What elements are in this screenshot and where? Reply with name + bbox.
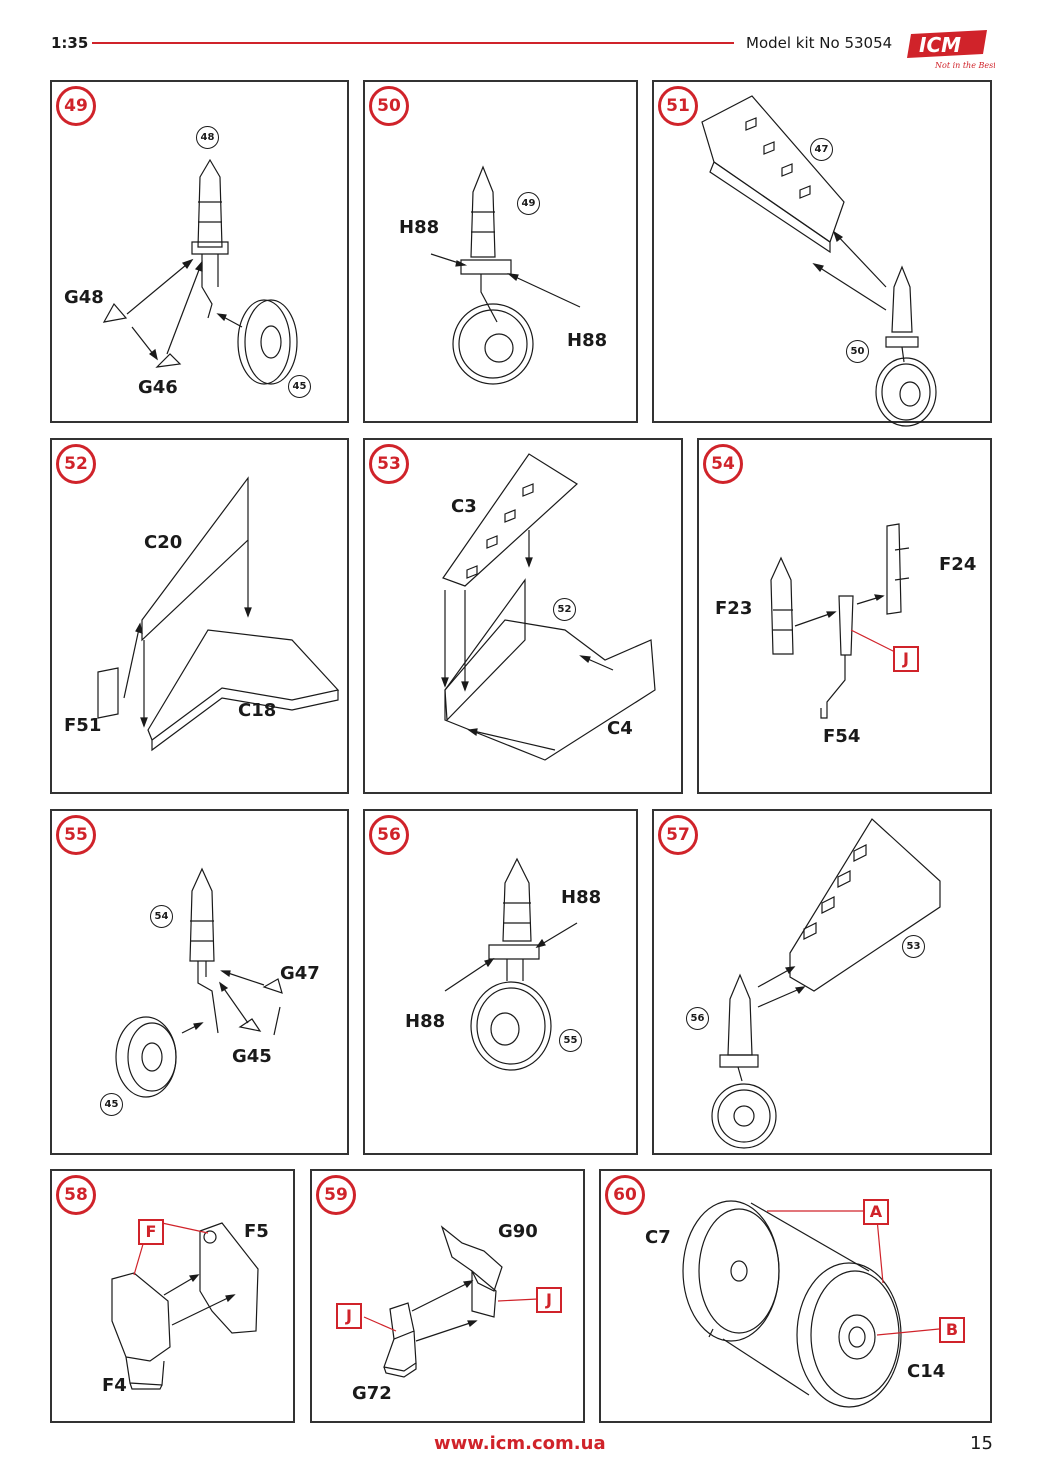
part-label: G48 bbox=[64, 287, 104, 308]
step-52-panel: 52 C20 F51 C18 bbox=[50, 438, 349, 794]
step-51-panel: 51 47 50 bbox=[652, 80, 992, 427]
step-58-panel: 58 F F5 F4 bbox=[50, 1169, 295, 1423]
part-label: H88 bbox=[561, 887, 602, 908]
step-54-panel: 54 F24 F23 J F54 bbox=[697, 438, 992, 794]
step-number: 51 bbox=[658, 86, 698, 126]
fairing-icon bbox=[701, 95, 937, 427]
part-label: F23 bbox=[715, 598, 753, 619]
part-label: G72 bbox=[352, 1383, 392, 1404]
scale-label: 1:35 bbox=[51, 34, 89, 52]
step-number: 59 bbox=[316, 1175, 356, 1215]
subassembly-ref: 56 bbox=[686, 1007, 709, 1030]
header-rule bbox=[92, 42, 734, 44]
step-number: 55 bbox=[56, 815, 96, 855]
part-label: C20 bbox=[144, 532, 183, 553]
step-56-panel: 56 H88 H88 55 bbox=[363, 809, 638, 1155]
strut-icon bbox=[102, 158, 298, 385]
subassembly-ref: 53 bbox=[902, 935, 925, 958]
step-number: 56 bbox=[369, 815, 409, 855]
part-label: G47 bbox=[280, 963, 320, 984]
subassembly-ref: 50 bbox=[846, 340, 869, 363]
subassembly-ref: 45 bbox=[288, 375, 311, 398]
strut-icon bbox=[430, 165, 581, 385]
fairing-icon bbox=[97, 476, 340, 752]
part-label: G46 bbox=[138, 377, 178, 398]
strut-icon bbox=[770, 523, 910, 719]
kit-number: Model kit No 53054 bbox=[746, 34, 893, 52]
subassembly-ref: 54 bbox=[150, 905, 173, 928]
paint-reference-tag: F bbox=[138, 1219, 164, 1245]
step-number: 52 bbox=[56, 444, 96, 484]
website-link[interactable]: www.icm.com.ua bbox=[434, 1433, 606, 1454]
part-label: C7 bbox=[645, 1227, 671, 1248]
bracket-icon bbox=[363, 1225, 539, 1378]
subassembly-ref: 45 bbox=[100, 1093, 123, 1116]
part-label: C4 bbox=[607, 718, 633, 739]
subassembly-ref: 52 bbox=[553, 598, 576, 621]
paint-reference-tag: A bbox=[863, 1199, 889, 1225]
svg-text:Not in the Best: Not in the Best bbox=[934, 61, 995, 70]
step-49-panel: 49 48 G48 G46 45 bbox=[50, 80, 349, 423]
paint-reference-tag: J bbox=[893, 646, 919, 672]
icm-logo: ICM Not in the Best bbox=[905, 28, 997, 72]
step-60-panel: 60 A C7 B C14 bbox=[599, 1169, 992, 1423]
step-number: 54 bbox=[703, 444, 743, 484]
subassembly-ref: 49 bbox=[517, 192, 540, 215]
paint-reference-tag: J bbox=[536, 1287, 562, 1313]
strut-icon bbox=[444, 857, 578, 1071]
subassembly-ref: 55 bbox=[559, 1029, 582, 1052]
paint-reference-tag: B bbox=[939, 1317, 965, 1343]
svg-text:ICM: ICM bbox=[919, 33, 961, 57]
part-label: F51 bbox=[64, 715, 102, 736]
part-label: G90 bbox=[498, 1221, 538, 1242]
fairing-icon bbox=[711, 818, 941, 1149]
subassembly-ref: 47 bbox=[810, 138, 833, 161]
part-label: F5 bbox=[244, 1221, 269, 1242]
part-label: H88 bbox=[405, 1011, 446, 1032]
part-label: F24 bbox=[939, 554, 977, 575]
part-label: H88 bbox=[399, 217, 440, 238]
part-label: F4 bbox=[102, 1375, 127, 1396]
step-number: 50 bbox=[369, 86, 409, 126]
step-57-panel: 57 53 56 bbox=[652, 809, 992, 1155]
step-53-panel: 53 C3 52 C4 bbox=[363, 438, 683, 794]
step-55-panel: 55 54 G47 G45 45 bbox=[50, 809, 349, 1155]
paint-reference-tag: J bbox=[336, 1303, 362, 1329]
part-label: G45 bbox=[232, 1046, 272, 1067]
fairing-icon bbox=[441, 453, 656, 761]
part-label: C18 bbox=[238, 700, 277, 721]
step-number: 49 bbox=[56, 86, 96, 126]
step-number: 53 bbox=[369, 444, 409, 484]
step-number: 60 bbox=[605, 1175, 645, 1215]
subassembly-ref: 48 bbox=[196, 126, 219, 149]
part-label: H88 bbox=[567, 330, 608, 351]
step-number: 58 bbox=[56, 1175, 96, 1215]
part-label: C3 bbox=[451, 496, 477, 517]
page-number: 15 bbox=[970, 1433, 993, 1454]
strut-icon bbox=[115, 867, 283, 1098]
bracket-icon bbox=[111, 1222, 259, 1390]
step-50-panel: 50 49 H88 H88 bbox=[363, 80, 638, 423]
step-59-panel: 59 G90 J J G72 bbox=[310, 1169, 585, 1423]
part-label: C14 bbox=[907, 1361, 946, 1382]
wheel-icon bbox=[682, 1200, 940, 1408]
part-label: F54 bbox=[823, 726, 861, 747]
step-number: 57 bbox=[658, 815, 698, 855]
